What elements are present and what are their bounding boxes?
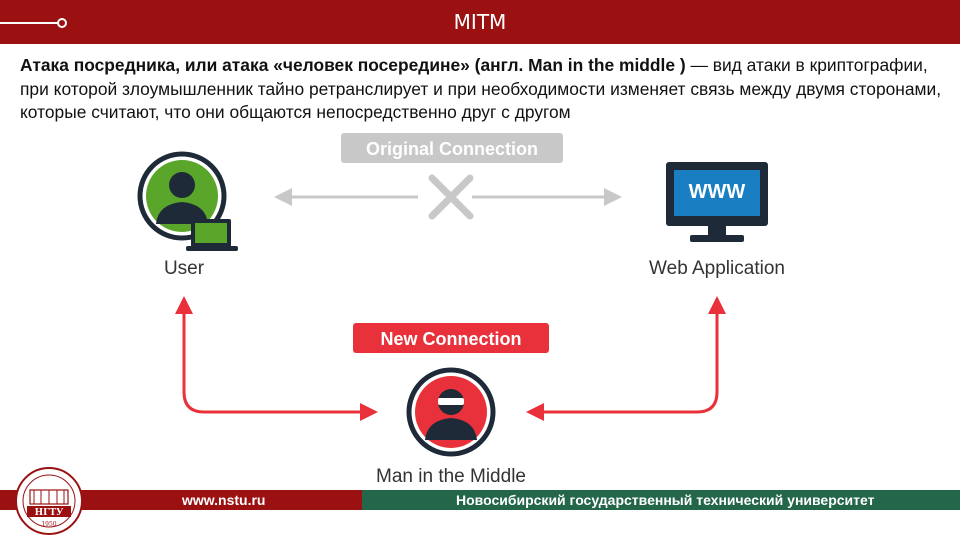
original-connection-line (274, 188, 622, 206)
monitor-icon (666, 162, 768, 242)
page-title: MITM (453, 10, 507, 34)
original-connection-badge: Original Connection (341, 133, 563, 163)
university-logo: НГТУ 1950 (15, 467, 83, 535)
new-connection-label: New Connection (380, 329, 521, 349)
attacker-to-web-connection (526, 296, 726, 421)
attacker-icon (406, 367, 496, 457)
logo-year: 1950 (41, 521, 56, 528)
www-text: WWW (689, 181, 746, 203)
definition-term: Атака посредника, или атака «человек пос… (20, 55, 686, 75)
user-label: User (164, 258, 205, 279)
original-connection-label: Original Connection (366, 139, 538, 159)
definition-text: Атака посредника, или атака «человек пос… (20, 54, 945, 125)
web-application-label: Web Application (649, 258, 785, 279)
footer-university-name: Новосибирский государственный технически… (456, 492, 875, 508)
user-icon (137, 151, 227, 241)
header-decoration (0, 18, 67, 28)
footer-green-bar (362, 490, 960, 510)
laptop-icon (186, 219, 238, 251)
mitm-diagram: Original Connection User WWW Web Applica… (137, 133, 785, 487)
broken-connection-x-icon (428, 174, 474, 220)
logo-text: НГТУ (35, 508, 64, 518)
footer-red-bar (0, 490, 362, 510)
user-to-attacker-connection (175, 296, 378, 421)
definition-body: — вид атаки в криптографии, при которой … (20, 55, 942, 122)
footer-url-link[interactable]: www.nstu.ru (182, 492, 266, 508)
new-connection-badge: New Connection (353, 323, 549, 353)
header-bar: MITM (0, 0, 960, 44)
man-in-the-middle-label: Man in the Middle (376, 466, 526, 487)
